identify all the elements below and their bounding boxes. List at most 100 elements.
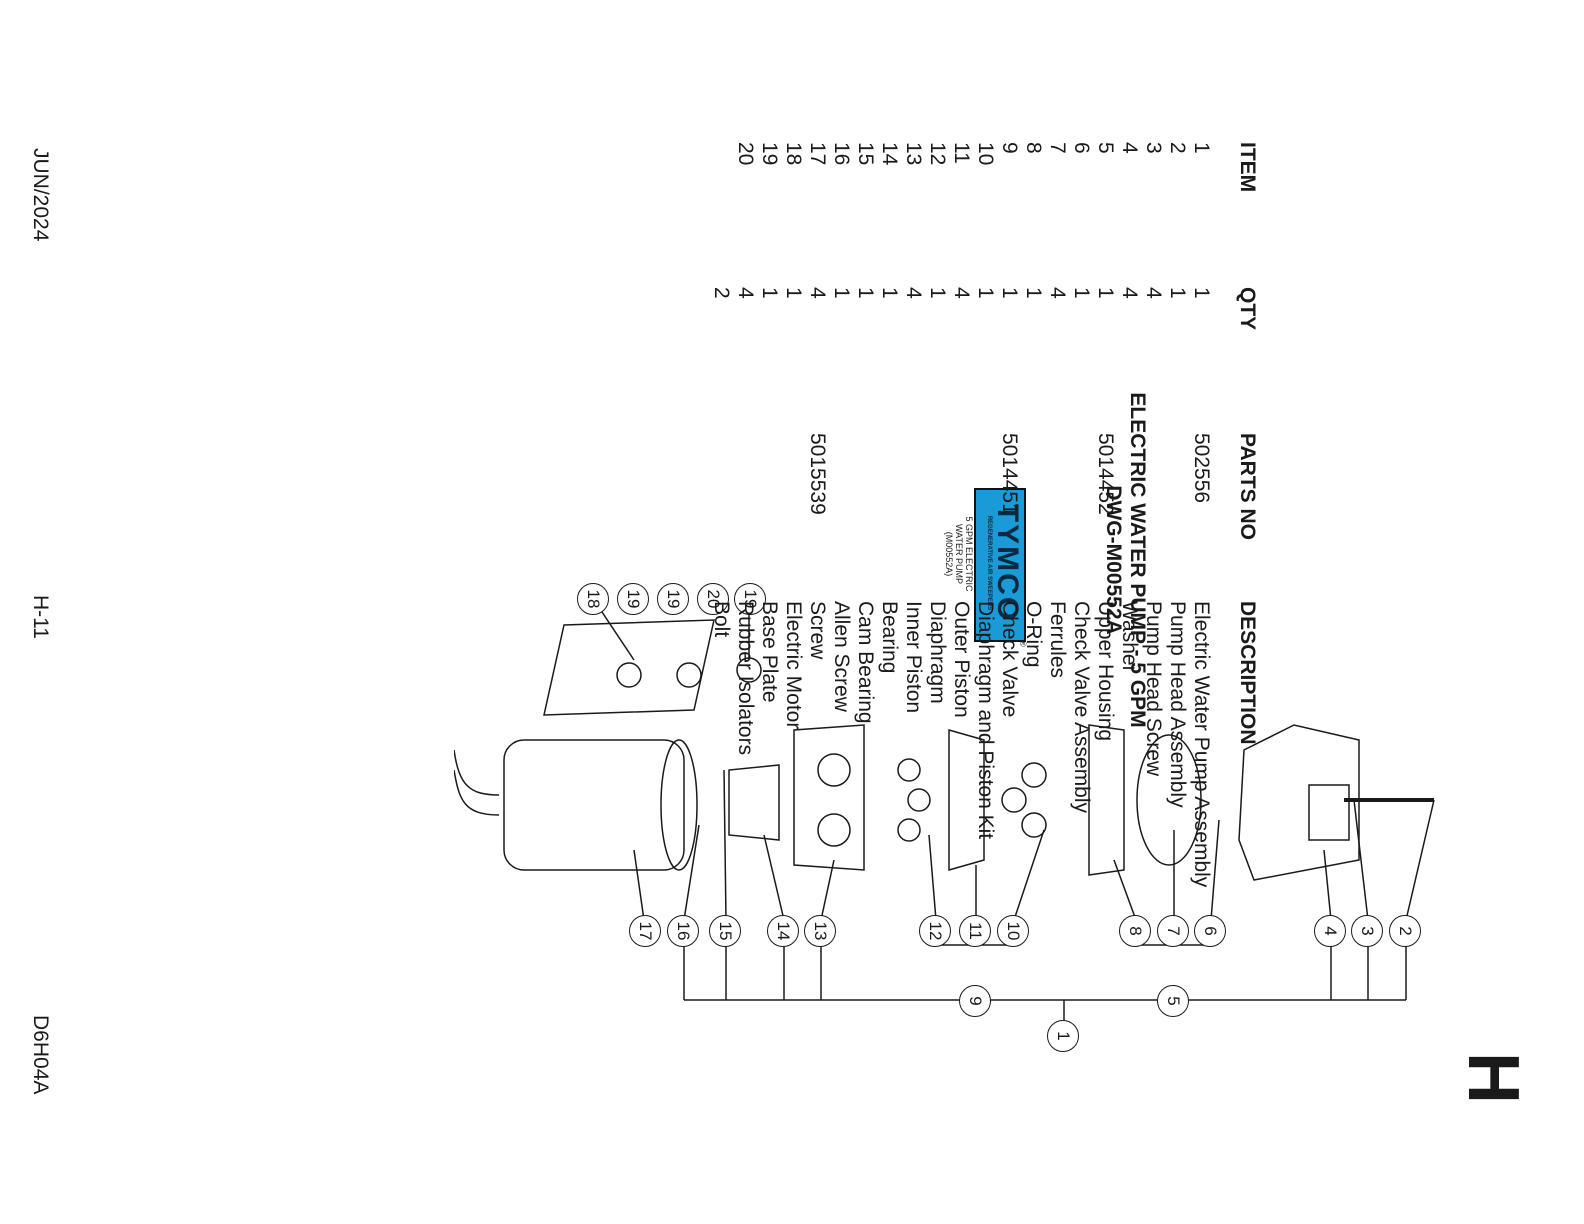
cell-parts-no: [853, 433, 877, 601]
cell-item: 3: [1142, 142, 1165, 154]
piston-2: [907, 788, 931, 812]
leader-2-target: [1405, 799, 1435, 921]
header-description: DESCRIPTION: [1236, 601, 1259, 745]
leader-13-target: [820, 859, 835, 921]
leader-18-target: [593, 600, 635, 661]
cell-item: 11: [950, 142, 973, 164]
cell-item: 4: [1118, 142, 1141, 154]
check-valve-cap-1: [1021, 762, 1047, 788]
cell-qty: 1: [758, 287, 781, 299]
cell-description: Inner Piston: [902, 601, 925, 714]
cell-parts-no: [829, 433, 853, 601]
cell-item: 5: [1094, 142, 1117, 154]
cell-item: 18: [782, 142, 805, 166]
footer-document-code: D6H04A: [29, 1015, 52, 1095]
header-parts-no: PARTS NO: [1236, 433, 1259, 540]
leader-15-target: [723, 769, 727, 921]
piston-1: [897, 758, 921, 782]
cell-description: Rubber Isolators: [734, 601, 757, 756]
leader-3-target: [1353, 799, 1369, 921]
check-valve-cap-3: [1001, 787, 1027, 813]
lower-housing: [793, 724, 865, 871]
cell-description: Base Plate: [758, 601, 781, 703]
motor-body: [503, 739, 685, 871]
cell-qty: 4: [806, 287, 829, 299]
cell-item: 16: [830, 142, 853, 166]
check-valve-cap-2: [1021, 812, 1047, 838]
piston-3: [897, 818, 921, 842]
cell-item: 15: [854, 142, 877, 166]
cell-description: Ferrules: [1046, 601, 1069, 679]
cell-qty: 1: [878, 287, 901, 299]
cell-item: 8: [1022, 142, 1045, 154]
cell-description: Washer: [1118, 601, 1141, 673]
cell-description: Bearing: [878, 601, 901, 674]
leader-12-target: [928, 834, 937, 921]
leader-6-target: [1210, 819, 1220, 921]
leader-4-target: [1323, 849, 1332, 921]
cell-item: 12: [926, 142, 949, 166]
cell-item: [709, 142, 733, 287]
upper-housing-base: [1088, 724, 1125, 876]
header-item: ITEM: [1236, 142, 1259, 193]
motor-wire-2: [454, 749, 500, 796]
cell-item: 2: [1166, 142, 1189, 154]
cell-qty: 1: [1070, 287, 1093, 299]
cell-description: Check Valve: [998, 601, 1021, 718]
cell-item: 20: [734, 142, 757, 166]
leader-10-target: [1013, 829, 1045, 921]
cell-description: Electric Water Pump Assembly: [1190, 601, 1213, 888]
cell-item: 9: [998, 142, 1021, 154]
leader-14-target: [763, 834, 785, 921]
cell-item: 19: [758, 142, 781, 166]
cell-item: 7: [1046, 142, 1069, 154]
leader-8-target: [1113, 859, 1137, 921]
cell-parts-no: 5014452: [1094, 433, 1117, 515]
cell-description: Cam Bearing: [854, 601, 877, 724]
cell-description: Screw: [806, 601, 829, 660]
cell-description: Outer Piston: [950, 601, 973, 718]
cell-item: 17: [806, 142, 829, 166]
cell-qty: 1: [782, 287, 805, 299]
cell-parts-no: [1069, 433, 1093, 601]
cell-parts-no: [757, 433, 781, 601]
cell-qty: 1: [1190, 287, 1213, 299]
lower-housing-bore-1: [817, 753, 851, 787]
cell-parts-no: [1045, 433, 1069, 601]
cell-parts-no: [1165, 433, 1189, 601]
cell-qty: 1: [926, 287, 949, 299]
pump-head-shape: [1238, 724, 1360, 881]
table-header-row: ITEM QTY PARTS NO DESCRIPTION: [1213, 142, 1259, 1001]
leader-16-target: [683, 824, 700, 921]
cell-qty: 4: [734, 287, 757, 299]
cell-description: Pump Head Screw: [1142, 601, 1165, 777]
cell-description: O-Ring: [1022, 601, 1045, 668]
lower-housing-bore-2: [817, 813, 851, 847]
cell-item: 13: [902, 142, 925, 166]
footer-date: JUN/2024: [29, 148, 52, 242]
cell-parts-no: [1021, 433, 1045, 601]
cell-description: Allen Screw: [830, 601, 853, 712]
cell-parts-no: [949, 433, 973, 601]
cell-parts-no: [1117, 433, 1141, 601]
cell-item: 14: [878, 142, 901, 166]
cell-qty: 1: [1094, 287, 1117, 299]
cell-description: Electric Motor: [782, 601, 805, 730]
isolator-3: [616, 662, 642, 688]
cell-description: Diaphragm: [926, 601, 949, 704]
